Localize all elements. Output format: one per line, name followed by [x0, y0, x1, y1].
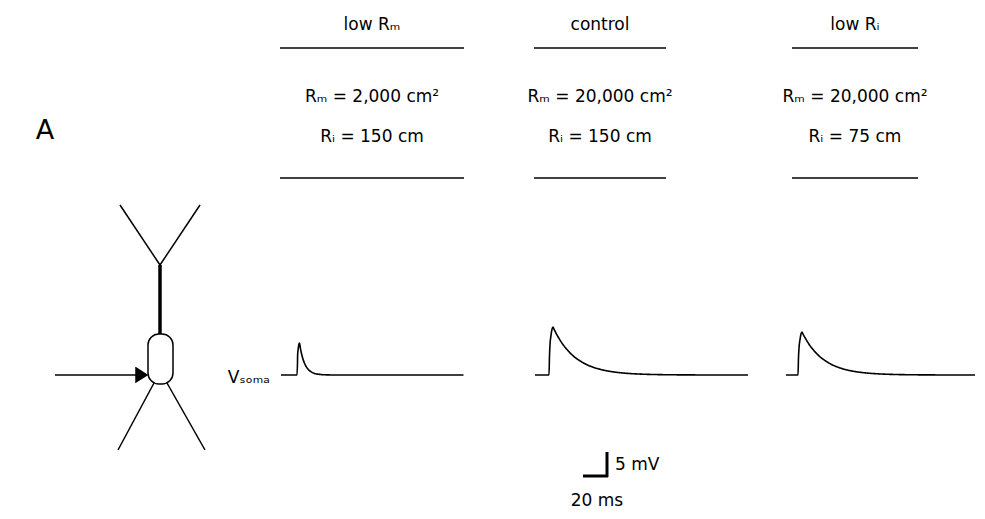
- scale-label: 20 ms: [571, 490, 623, 510]
- column-heading: low Rₘ: [344, 14, 401, 34]
- panel-letter: A: [36, 114, 54, 146]
- table-rules: [280, 48, 918, 178]
- epsp-trace: [786, 332, 975, 375]
- parameter-value: Rₘ = 20,000 cm²: [782, 86, 927, 106]
- neuron-drawing: [55, 205, 205, 450]
- column-heading: low Rᵢ: [830, 14, 879, 34]
- scale-label: 5 mV: [615, 454, 659, 474]
- parameter-value: Rᵢ = 150 cm: [320, 126, 424, 146]
- parameter-value: Rᵢ = 75 cm: [809, 126, 902, 146]
- epsp-trace: [535, 327, 748, 375]
- epsp-trace: [281, 343, 464, 375]
- scale-bar: [583, 452, 608, 477]
- parameter-value: Rₘ = 2,000 cm²: [305, 86, 439, 106]
- parameter-value: Rᵢ = 150 cm: [548, 126, 652, 146]
- trace-label: Vₛₒₘₐ: [228, 367, 270, 387]
- column-heading: control: [571, 14, 630, 34]
- voltage-traces: [281, 327, 975, 375]
- parameter-value: Rₘ = 20,000 cm²: [527, 86, 672, 106]
